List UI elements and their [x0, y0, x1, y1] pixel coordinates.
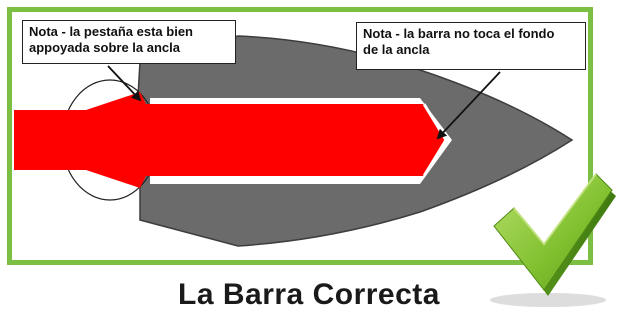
- bar-tip-outline: [422, 103, 448, 177]
- note-bar-not-touching: Nota - la barra no toca el fondo de la a…: [356, 22, 586, 70]
- note-tab-supported: Nota - la pestaña esta bien appoyada sob…: [22, 20, 236, 64]
- pointer-arrow-right: [436, 71, 501, 140]
- pointer-arrow-left: [107, 65, 142, 102]
- caption-title: La Barra Correcta: [178, 278, 440, 311]
- checkmark-icon: [490, 173, 616, 307]
- red-bar: [14, 92, 446, 188]
